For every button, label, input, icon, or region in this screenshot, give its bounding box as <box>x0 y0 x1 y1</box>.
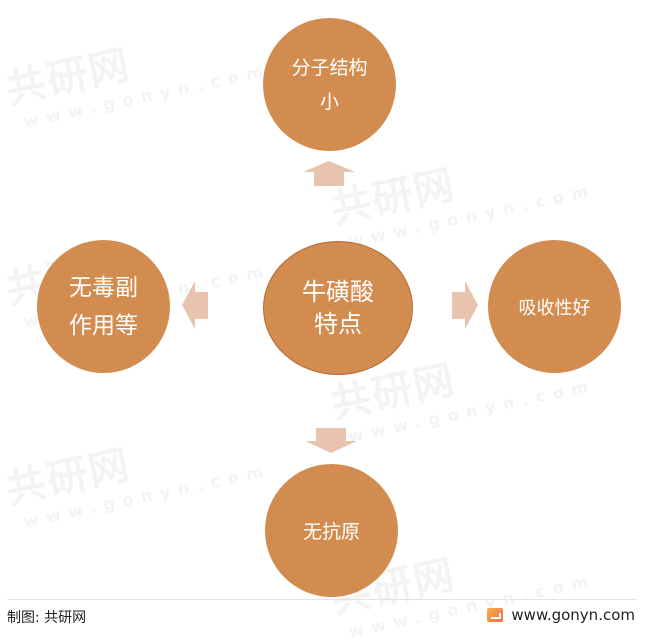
node-label: 牛磺酸 <box>302 278 374 306</box>
node-label: 无毒副 <box>69 274 138 301</box>
arrow-up-icon <box>303 161 355 186</box>
node-taurine-features: 牛磺酸 特点 <box>263 241 413 375</box>
node-label: 特点 <box>314 310 362 338</box>
node-small-molecular-structure: 分子结构 小 <box>263 18 396 151</box>
node-good-absorption: 吸收性好 <box>488 240 621 373</box>
gonyn-logo-icon <box>487 608 504 622</box>
node-non-antigenic: 无抗原 <box>265 464 398 597</box>
node-label: 无抗原 <box>302 521 360 543</box>
node-label: 分子结构 <box>291 56 368 79</box>
footer-divider <box>7 599 637 600</box>
arrow-right-icon <box>452 281 478 329</box>
node-label: 吸收性好 <box>518 297 591 319</box>
node-label: 作用等 <box>69 312 138 339</box>
node-label: 小 <box>319 90 339 113</box>
website-text: www.gonyn.com <box>511 606 635 624</box>
arrow-down-icon <box>305 428 357 453</box>
source-label: 制图: 共研网 <box>7 610 87 626</box>
arrow-left-icon <box>182 281 208 329</box>
website-link[interactable]: www.gonyn.com <box>487 606 635 624</box>
node-non-toxic: 无毒副 作用等 <box>37 240 170 373</box>
